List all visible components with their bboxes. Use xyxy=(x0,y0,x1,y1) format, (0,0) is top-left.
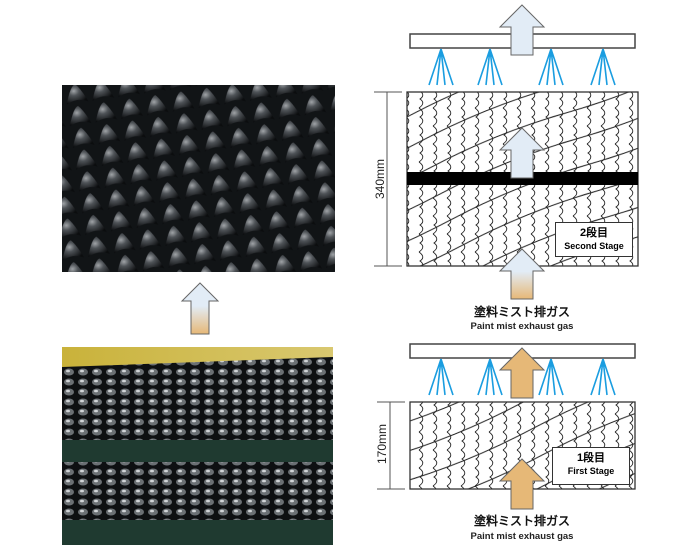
second-stage-label: 2段目 Second Stage xyxy=(555,222,633,257)
filter-media-closeup-photo xyxy=(62,85,335,272)
spray-nozzle-icon xyxy=(477,48,503,86)
lower-inlet-label-jp: 塗料ミスト排ガス xyxy=(473,514,570,528)
upper-inlet-label-jp: 塗料ミスト排ガス xyxy=(473,305,570,319)
scrubber-schematic xyxy=(374,4,639,510)
height-label-340: 340mm xyxy=(373,159,387,200)
stage-separator xyxy=(407,172,638,185)
spray-nozzle-icon xyxy=(428,358,454,396)
upper-inlet-label-en: Paint mist exhaust gas xyxy=(470,321,574,332)
spray-nozzle-icon xyxy=(428,48,454,86)
stage-en: Second Stage xyxy=(564,241,624,251)
spray-nozzle-icon xyxy=(590,358,616,396)
airflow-arrow-icon xyxy=(180,282,220,335)
stage-jp: 1段目 xyxy=(576,452,606,464)
spray-nozzle-icon xyxy=(477,358,503,396)
stage-en: First Stage xyxy=(567,466,615,476)
dimension-line-340 xyxy=(374,91,402,267)
spray-nozzle-icon xyxy=(538,48,564,86)
first-stage-label: 1段目 First Stage xyxy=(552,447,630,485)
spray-nozzle-icon xyxy=(590,48,616,86)
stage-jp: 2段目 xyxy=(579,227,609,239)
lower-inlet-label-en: Paint mist exhaust gas xyxy=(470,531,574,542)
filter-media-stack-photo xyxy=(62,347,333,545)
height-label-170: 170mm xyxy=(375,424,389,465)
spray-nozzle-icon xyxy=(538,358,564,396)
dimension-line-170 xyxy=(377,401,405,490)
